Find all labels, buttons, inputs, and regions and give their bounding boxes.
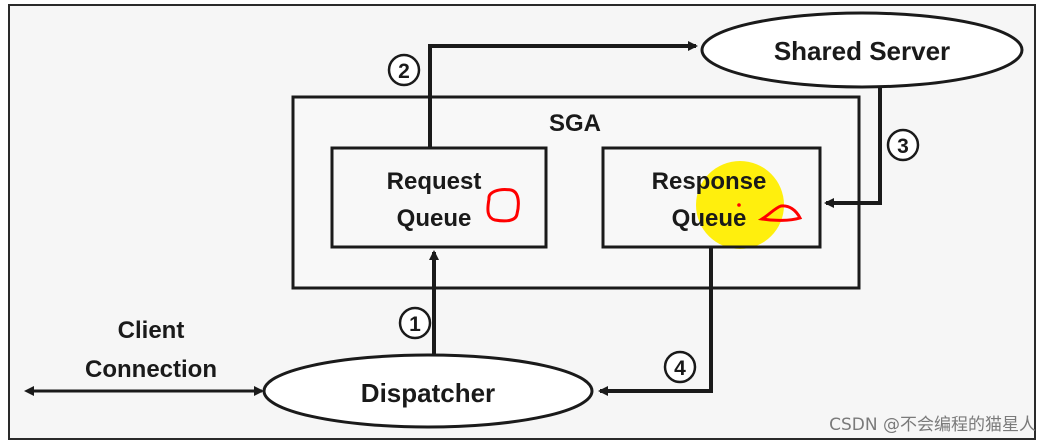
red-scribble-response xyxy=(757,204,803,222)
arrow-step-4 xyxy=(598,247,713,396)
dispatcher-label: Dispatcher xyxy=(361,378,495,408)
step-number-3: 3 xyxy=(897,135,909,158)
response-queue-label-line2: Queue xyxy=(672,205,747,232)
shared-server-ellipse xyxy=(700,11,1024,89)
arrow-step-2 xyxy=(428,41,698,148)
step-badge-2: 2 xyxy=(387,53,421,87)
client-connection-label-line2: Connection xyxy=(85,356,217,383)
arrow-step-3 xyxy=(824,87,882,208)
sga-label: SGA xyxy=(549,110,601,137)
red-dot xyxy=(737,203,741,207)
step-badge-1: 1 xyxy=(398,306,432,340)
request-queue-box xyxy=(330,146,548,249)
step-badge-4: 4 xyxy=(663,350,697,384)
response-queue-label-line1: Response xyxy=(652,168,767,195)
step-number-1: 1 xyxy=(409,313,421,336)
dispatcher-ellipse xyxy=(262,353,594,429)
request-queue-label-line2: Queue xyxy=(397,205,472,232)
client-connection-label-line1: Client xyxy=(118,317,185,344)
request-queue-label-line1: Request xyxy=(387,168,482,195)
red-scribble-request xyxy=(486,188,520,223)
step-badge-3: 3 xyxy=(886,128,920,162)
step-number-2: 2 xyxy=(398,60,410,83)
step-number-4: 4 xyxy=(674,357,686,380)
watermark: CSDN @不会编程的猫星人 xyxy=(829,415,1036,435)
shared-server-label: Shared Server xyxy=(774,36,950,66)
